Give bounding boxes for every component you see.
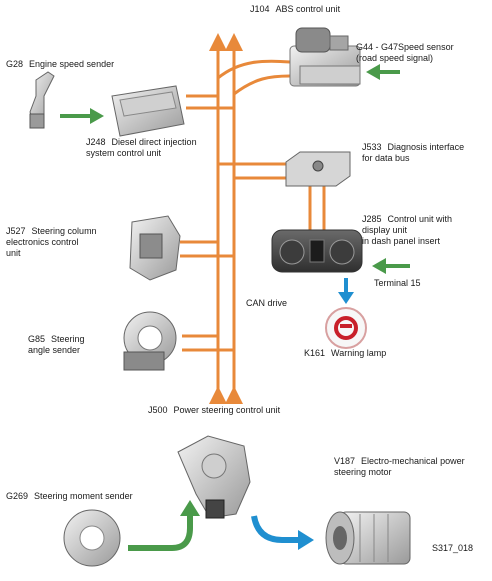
diagnosis-interface <box>285 151 351 187</box>
speed-sensor-arrow <box>366 64 400 80</box>
diesel-ecu <box>111 85 185 137</box>
engine-speed-arrow <box>60 108 104 124</box>
dash-panel-insert <box>271 229 363 273</box>
figure-id: S317_018 <box>432 543 474 553</box>
power-steering-unit <box>177 435 251 519</box>
label-can-drive: CAN drive <box>246 298 288 308</box>
abs-control-unit <box>289 27 361 87</box>
warning-lamp <box>325 307 367 349</box>
label-g44-g47: G44 - G47Speed sensor (road speed signal… <box>356 42 454 63</box>
steering-angle-sender <box>123 311 177 371</box>
steering-moment-sender <box>63 509 121 567</box>
bus-branches <box>180 59 326 352</box>
motor-arrow <box>251 515 314 550</box>
moment-sender-arrow <box>128 500 200 551</box>
label-terminal-15: Terminal 15 <box>374 278 421 288</box>
warning-arrow <box>338 278 354 304</box>
steering-column-electronics <box>129 215 181 281</box>
engine-speed-sender <box>29 71 55 129</box>
steering-motor <box>325 511 411 565</box>
terminal-arrow <box>372 258 410 274</box>
can-bus-lines <box>209 33 243 404</box>
